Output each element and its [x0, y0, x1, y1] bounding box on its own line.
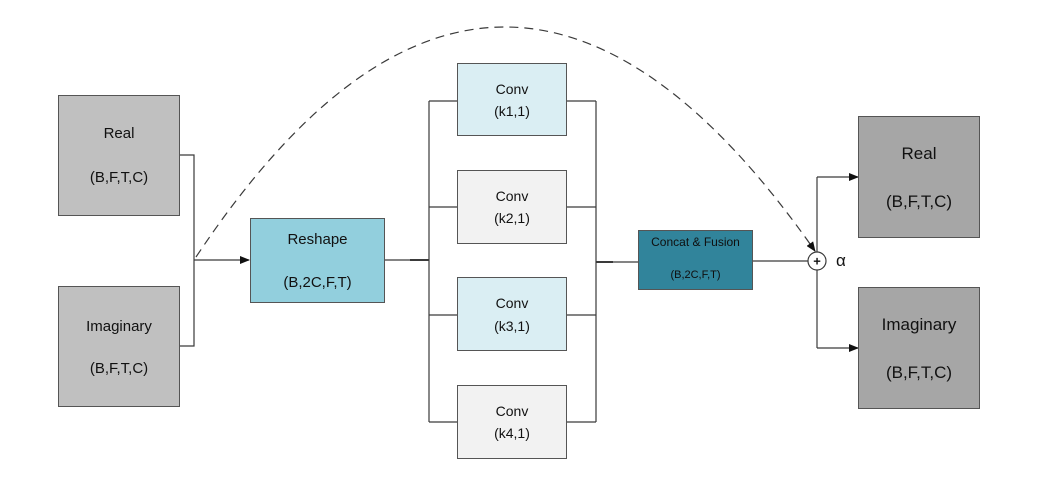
conv-k1-label: Conv: [495, 81, 529, 97]
reshape-box: Reshape (B,2C,F,T): [250, 218, 385, 303]
imaginary-input-wire: [180, 260, 195, 347]
reshape-shape: (B,2C,F,T): [283, 274, 352, 291]
conv-k1-box: Conv (k1,1): [457, 63, 567, 136]
conv-k3-kernel: (k3,1): [494, 318, 530, 334]
real-input-wire: [180, 154, 195, 260]
imaginary-output-shape: (B,F,T,C): [885, 363, 953, 382]
conv-k3-box: Conv (k3,1): [457, 277, 567, 351]
real-output-box: Real (B,F,T,C): [858, 116, 980, 238]
conv-k2-box: Conv (k2,1): [457, 170, 567, 244]
conv-k2-kernel: (k2,1): [494, 210, 530, 226]
imaginary-input-box: Imaginary (B,F,T,C): [58, 286, 180, 407]
reshape-label: Reshape: [287, 231, 348, 248]
alpha-weight-label: α: [836, 251, 846, 270]
sum-symbol: +: [813, 254, 821, 269]
imaginary-output-box: Imaginary (B,F,T,C): [858, 287, 980, 409]
concat-fusion-box: Concat & Fusion (B,2C,F,T): [638, 230, 753, 290]
concat-fusion-shape: (B,2C,F,T): [670, 269, 721, 281]
conv-k4-label: Conv: [495, 403, 529, 419]
concat-fusion-label: Concat & Fusion: [651, 235, 740, 249]
conv-k3-label: Conv: [495, 295, 529, 311]
real-input-label: Real: [103, 125, 135, 142]
real-output-shape: (B,F,T,C): [885, 192, 953, 211]
conv-k1-kernel: (k1,1): [494, 103, 530, 119]
imaginary-output-label: Imaginary: [881, 315, 957, 334]
imaginary-input-label: Imaginary: [86, 318, 152, 335]
real-input-box: Real (B,F,T,C): [58, 95, 180, 216]
real-output-label: Real: [901, 144, 937, 163]
conv-k4-kernel: (k4,1): [494, 425, 530, 441]
sum-node: [807, 251, 827, 271]
residual-skip-arrow: [195, 26, 816, 258]
conv-k2-label: Conv: [495, 188, 529, 204]
conv-k4-box: Conv (k4,1): [457, 385, 567, 459]
real-input-shape: (B,F,T,C): [89, 169, 149, 186]
imaginary-input-shape: (B,F,T,C): [89, 360, 149, 377]
